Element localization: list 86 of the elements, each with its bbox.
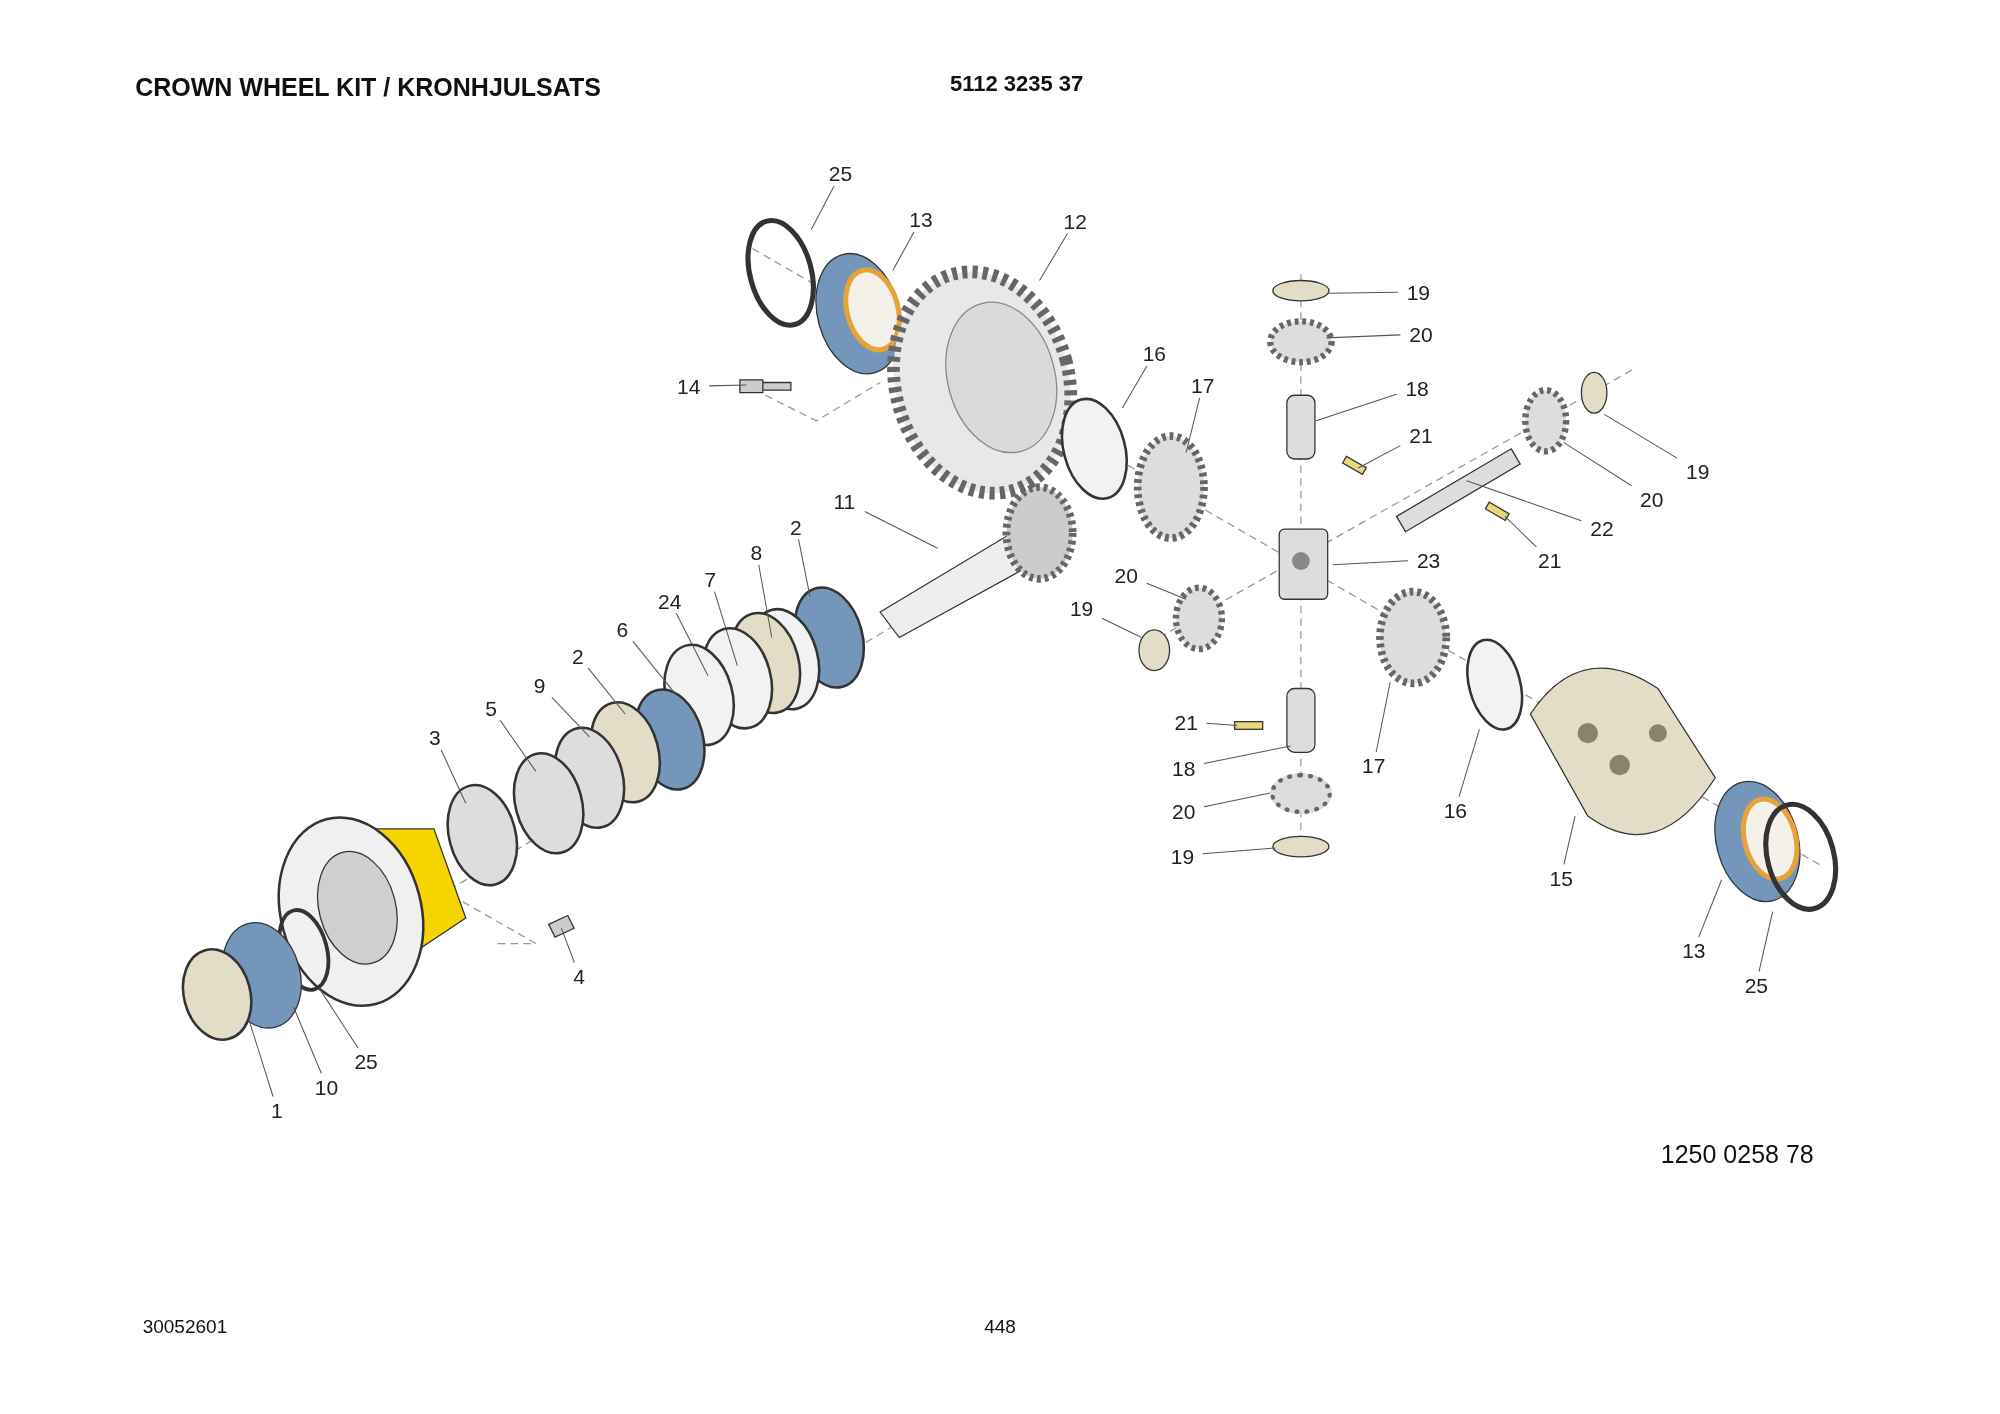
callout-number: 16 bbox=[1441, 798, 1469, 822]
callout-number: 20 bbox=[1170, 799, 1198, 823]
callout-number: 25 bbox=[352, 1049, 380, 1073]
leader-line bbox=[632, 640, 677, 696]
callout-number: 11 bbox=[831, 489, 858, 513]
callout-number: 19 bbox=[1067, 596, 1096, 620]
leader-line bbox=[1203, 792, 1271, 808]
leader-line bbox=[798, 538, 811, 598]
leader-line bbox=[1146, 582, 1187, 600]
callout-number: 15 bbox=[1547, 866, 1575, 890]
leader-line bbox=[1563, 815, 1576, 865]
leader-line bbox=[1458, 728, 1480, 798]
callout-number: 18 bbox=[1403, 376, 1431, 400]
document-number: 448 bbox=[984, 1315, 1016, 1338]
leader-line bbox=[1203, 745, 1292, 764]
leader-line bbox=[1698, 879, 1723, 938]
callout-number: 20 bbox=[1638, 487, 1666, 511]
leader-line bbox=[1325, 334, 1401, 339]
leader-line bbox=[1504, 515, 1537, 548]
callout-number: 14 bbox=[675, 374, 703, 398]
leader-line bbox=[810, 185, 835, 230]
leader-line bbox=[1039, 232, 1069, 281]
callout-number: 16 bbox=[1140, 341, 1168, 365]
kit-part-number: 5112 3235 37 bbox=[949, 71, 1084, 98]
callout-number: 13 bbox=[907, 207, 935, 231]
leader-line bbox=[1375, 681, 1391, 753]
callout-number: 25 bbox=[826, 161, 855, 185]
leader-line bbox=[1758, 911, 1774, 973]
callout-number: 6 bbox=[614, 617, 631, 641]
leader-line bbox=[1328, 291, 1399, 294]
callout-number: 5 bbox=[483, 696, 499, 720]
callout-number: 25 bbox=[1742, 973, 1771, 997]
callout-number: 9 bbox=[531, 673, 548, 697]
leader-line bbox=[440, 749, 467, 804]
callout-number: 8 bbox=[748, 540, 765, 564]
leader-line bbox=[318, 987, 359, 1049]
leader-line bbox=[1332, 560, 1409, 566]
leader-line bbox=[1315, 393, 1398, 422]
leader-line bbox=[1563, 441, 1633, 487]
leader-line bbox=[560, 927, 575, 964]
callout-number: 7 bbox=[702, 567, 719, 591]
leader-line bbox=[1466, 480, 1582, 522]
callout-number: 19 bbox=[1168, 844, 1197, 868]
callout-number: 10 bbox=[312, 1075, 341, 1099]
leader-line bbox=[1185, 397, 1201, 454]
gear-outline bbox=[1270, 772, 1332, 814]
callout-number: 12 bbox=[1061, 209, 1089, 233]
callout-number: 21 bbox=[1536, 548, 1564, 572]
callout-number: 18 bbox=[1170, 756, 1198, 780]
leader-line bbox=[499, 719, 537, 772]
callout-number: 21 bbox=[1172, 710, 1200, 734]
leader-line bbox=[248, 1019, 274, 1098]
document-number: 30052601 bbox=[142, 1315, 228, 1338]
leader-line bbox=[1603, 413, 1678, 459]
callout-number: 20 bbox=[1112, 563, 1140, 587]
callout-number: 23 bbox=[1414, 548, 1443, 572]
leader-line bbox=[708, 384, 747, 387]
leader-line bbox=[551, 696, 590, 738]
leader-line bbox=[1202, 847, 1276, 855]
callout-number: 24 bbox=[655, 589, 684, 613]
callout-number: 19 bbox=[1684, 459, 1712, 483]
callout-number: 20 bbox=[1407, 322, 1435, 346]
leader-line bbox=[714, 591, 738, 667]
leader-line bbox=[1121, 365, 1148, 409]
leader-line bbox=[293, 1006, 322, 1075]
callout-number: 22 bbox=[1588, 516, 1616, 540]
callout-number: 3 bbox=[427, 725, 443, 749]
callout-number: 17 bbox=[1360, 753, 1388, 777]
callout-number: 4 bbox=[571, 964, 587, 988]
leader-line bbox=[675, 612, 709, 677]
leader-line bbox=[1206, 722, 1238, 726]
callout-number: 17 bbox=[1189, 373, 1217, 397]
callout-number: 1 bbox=[268, 1098, 285, 1122]
callout-number: 21 bbox=[1407, 423, 1435, 447]
callout-number: 2 bbox=[569, 644, 586, 668]
callout-number: 2 bbox=[788, 515, 804, 539]
title: CROWN WHEEL KIT / KRONHJULSATS bbox=[135, 72, 601, 102]
leader-line bbox=[758, 564, 773, 638]
leader-line bbox=[587, 667, 626, 715]
leader-line bbox=[864, 510, 939, 549]
callout-number: 19 bbox=[1404, 280, 1433, 304]
leader-line bbox=[892, 231, 915, 271]
document-number: 1250 0258 78 bbox=[1660, 1139, 1814, 1169]
callout-number: 13 bbox=[1680, 938, 1708, 962]
leader-line bbox=[1357, 445, 1401, 469]
leader-line bbox=[1101, 617, 1143, 638]
